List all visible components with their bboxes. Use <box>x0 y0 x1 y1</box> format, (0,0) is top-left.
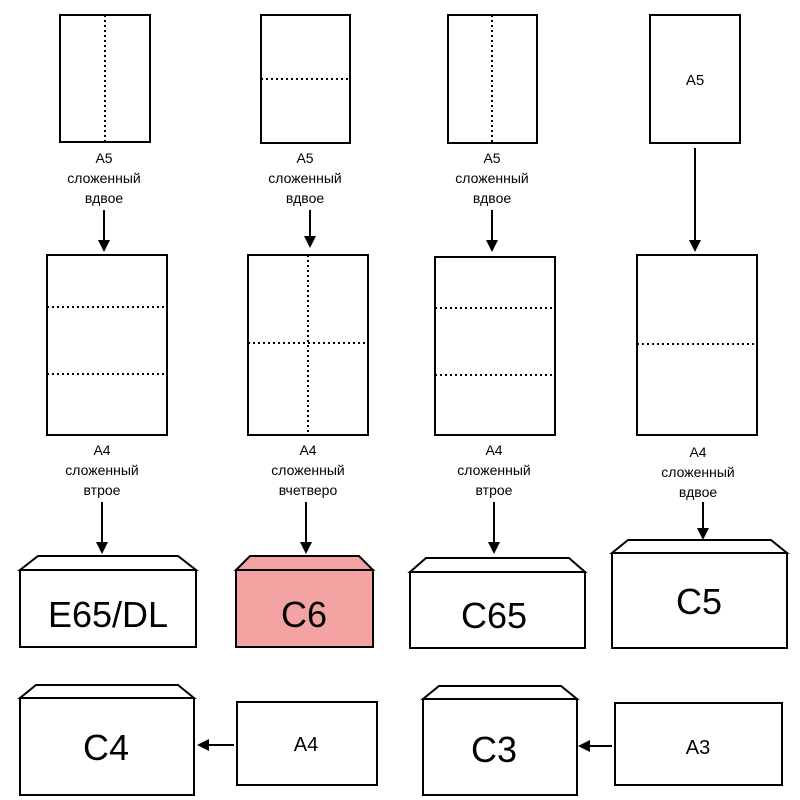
column-3: A5 сложенный вдвое A4 сложенный втрое C6… <box>407 14 588 649</box>
a5-sheet-col3 <box>447 14 538 144</box>
top-caption-col2-line1: A5 <box>296 150 313 166</box>
arrow-down-col3-mid <box>488 502 500 554</box>
envelope-label-c5: C5 <box>676 581 722 622</box>
mid-caption-col3-line2: сложенный <box>457 462 530 478</box>
envelope-label-c3: C3 <box>471 729 517 770</box>
top-caption-col3-line1: A5 <box>483 150 500 166</box>
arrow-left-c4 <box>197 739 234 751</box>
top-caption-col3-line2: сложенный <box>455 170 528 186</box>
a5-sheet-col1 <box>59 14 151 143</box>
envelope-c3: C3 <box>420 685 580 796</box>
column-4: A5 A4 сложенный вдвое C5 <box>609 14 790 649</box>
arrow-down-col2-mid <box>300 502 312 554</box>
envelope-c5: C5 <box>609 539 790 649</box>
arrow-down-col4-top <box>689 148 701 252</box>
envelope-label-e65-dl: E65/DL <box>48 594 168 635</box>
top-caption-col2-line2: сложенный <box>268 170 341 186</box>
mid-caption-col2-line2: сложенный <box>271 462 344 478</box>
envelope-label-c65: C65 <box>461 595 527 636</box>
mid-caption-col2-line1: A4 <box>299 442 316 458</box>
mid-caption-col3-line3: втрое <box>476 482 513 498</box>
a4-sheet-col3 <box>434 256 556 436</box>
mid-caption-col2-line3: вчетверо <box>279 482 338 498</box>
envelope-c6: C6 <box>233 555 376 648</box>
a5-sheet-col2 <box>260 14 351 144</box>
top-caption-col2-line3: вдвое <box>286 190 325 206</box>
mid-caption-col4-line1: A4 <box>689 444 706 460</box>
bottom-pair-c4: C4 A4 <box>17 684 378 796</box>
envelope-c65: C65 <box>407 557 588 649</box>
top-caption-col3-line3: вдвое <box>473 190 512 206</box>
mid-caption-col1-line1: A4 <box>93 442 110 458</box>
envelope-c4: C4 <box>17 684 197 796</box>
a4-sheet-label-bottom: A4 <box>294 734 318 756</box>
bottom-pair-c3: C3 A3 <box>420 685 783 796</box>
a5-sheet-col4 <box>649 14 741 144</box>
mid-caption-col4-line3: вдвое <box>679 484 718 500</box>
arrow-down-col1-mid <box>96 502 108 554</box>
mid-caption-col3-line1: A4 <box>485 442 502 458</box>
envelope-label-c6: C6 <box>281 594 327 635</box>
arrow-down-col4-mid <box>697 502 709 540</box>
a3-sheet-label-bottom: A3 <box>686 737 710 759</box>
arrow-left-c3 <box>578 740 612 752</box>
top-caption-col1-line2: сложенный <box>67 170 140 186</box>
a4-sheet-bottom <box>236 701 378 786</box>
a3-sheet-bottom <box>614 702 783 786</box>
arrow-down-col1-top <box>98 210 110 252</box>
top-caption-col1-line1: A5 <box>95 150 112 166</box>
envelope-e65-dl: E65/DL <box>17 555 199 648</box>
a4-sheet-col1 <box>46 254 168 436</box>
top-caption-col1-line3: вдвое <box>85 190 124 206</box>
a5-sheet-label-col4: A5 <box>686 72 704 89</box>
mid-caption-col1-line2: сложенный <box>65 462 138 478</box>
arrow-down-col2-top <box>304 210 316 248</box>
mid-caption-col1-line3: втрое <box>84 482 121 498</box>
mid-caption-col4-line2: сложенный <box>661 464 734 480</box>
arrow-down-col3-top <box>486 210 498 252</box>
column-1: A5 сложенный вдвое A4 сложенный втрое E6… <box>17 14 199 648</box>
column-2: A5 сложенный вдвое A4 сложенный вчетверо… <box>233 14 376 648</box>
envelope-label-c4: C4 <box>83 727 129 768</box>
